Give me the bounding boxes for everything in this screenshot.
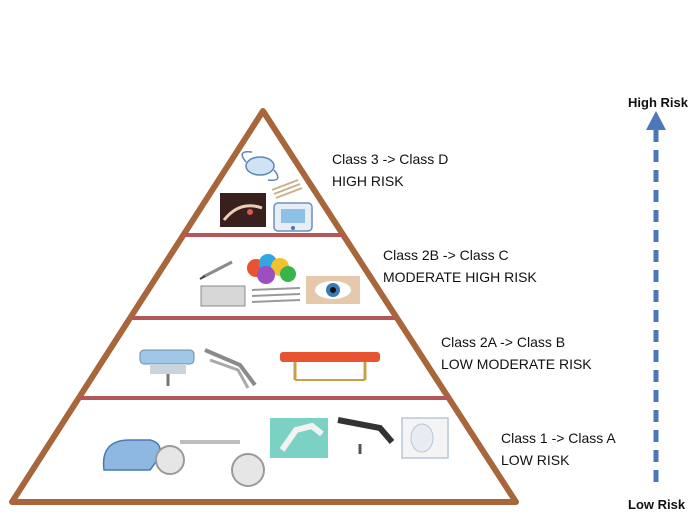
surgical-lamp-icon: [155, 440, 265, 487]
level-risk-line: MODERATE HIGH RISK: [383, 269, 537, 285]
arrowhead-up-icon: [646, 111, 666, 130]
class-2a-device-images: [139, 348, 380, 389]
high-risk-label: High Risk: [628, 95, 688, 110]
stretcher-icon: [280, 352, 380, 381]
level-label-class-1: Class 1 -> Class A LOW RISK: [501, 427, 616, 471]
class-2b-device-images: [199, 254, 360, 307]
pyramid-outline: [9, 108, 519, 505]
eye-photo-icon: [306, 276, 360, 304]
heart-valve-stent-icon: [271, 179, 303, 199]
catheter-photo-icon: [220, 193, 266, 227]
level-risk-line: LOW RISK: [501, 452, 570, 468]
speculum-icon: [204, 348, 257, 389]
low-risk-label: Low Risk: [628, 497, 686, 512]
class-3-device-images: [220, 150, 313, 232]
contact-lenses-icon: [247, 254, 296, 284]
pacemaker-device-icon: [273, 202, 313, 232]
intraocular-lens-icon: [241, 150, 279, 182]
level-label-class-2b: Class 2B -> Class C MODERATE HIGH RISK: [383, 244, 537, 288]
level-label-class-2a: Class 2A -> Class B LOW MODERATE RISK: [441, 331, 592, 375]
examination-gloves-icon: [270, 418, 328, 458]
level-class-line: Class 1 -> Class A: [501, 430, 616, 446]
cotton-roll-icon: [401, 417, 449, 459]
gynecological-chair-icon: [139, 349, 195, 386]
level-risk-line: LOW MODERATE RISK: [441, 356, 592, 372]
level-label-class-3: Class 3 -> Class D HIGH RISK: [332, 148, 448, 192]
sanitary-pad-icon: [102, 439, 161, 471]
level-risk-line: HIGH RISK: [332, 173, 404, 189]
level-class-line: Class 2B -> Class C: [383, 247, 509, 263]
class-1-device-images: [102, 417, 449, 487]
risk-axis-arrow: [646, 111, 666, 482]
dental-chair-icon: [337, 417, 395, 454]
level-class-line: Class 3 -> Class D: [332, 151, 449, 167]
level-class-line: Class 2A -> Class B: [441, 334, 566, 350]
syringe-icon: [199, 260, 233, 280]
orthopedic-screws-icon: [200, 285, 301, 307]
